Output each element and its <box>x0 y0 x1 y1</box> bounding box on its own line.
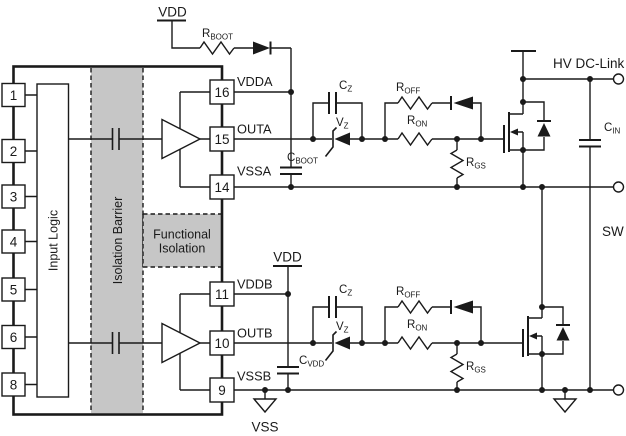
pin-box-1 <box>1 82 26 108</box>
cvdd-label: CVDD <box>299 355 324 369</box>
pin-number-11: 11 <box>215 287 229 302</box>
cin-capacitor-icon <box>579 139 601 148</box>
vss-ground-icon <box>252 398 278 414</box>
pin-name-vddb: VDDB <box>237 277 273 292</box>
rgs-b-resistor-icon <box>449 353 465 383</box>
hv-dc-link-terminal <box>612 73 625 85</box>
external-wires <box>171 20 613 399</box>
pin-box-2 <box>1 138 26 164</box>
ron-a-resistor-icon <box>397 131 433 147</box>
cz-b-label: CZ <box>339 284 352 298</box>
bootstrap-diode-icon <box>253 41 272 55</box>
pin-number-10: 10 <box>214 336 229 351</box>
pin-box-16 <box>209 79 235 105</box>
cin-label: CIN <box>604 122 621 136</box>
pin-number-14: 14 <box>214 180 230 195</box>
rboot-label: RBOOT <box>202 28 233 42</box>
input-logic-label: Input Logic <box>47 210 61 271</box>
vz-b-label: VZ <box>336 321 349 335</box>
high-side-body-diode-icon <box>537 120 551 137</box>
pin-box-3 <box>1 184 26 209</box>
right-pin-boxes: 16 15 14 11 10 9 <box>209 79 235 403</box>
isolation-capacitor-b-icon <box>111 332 120 354</box>
roff-b-resistor-icon <box>397 299 433 315</box>
pin-name-vssb: VSSB <box>237 369 271 384</box>
pin-number-1: 1 <box>10 88 18 103</box>
pin-number-6: 6 <box>10 330 18 345</box>
low-side-mosfet-icon <box>522 316 537 357</box>
pin-box-8 <box>1 372 26 397</box>
roff-a-diode-icon <box>450 96 473 110</box>
cz-a-label: CZ <box>339 80 352 94</box>
rboot-resistor-icon <box>199 40 235 56</box>
roff-a-resistor-icon <box>397 95 433 111</box>
functional-isolation-label-line1: Functional <box>153 228 211 242</box>
isolation-capacitor-a-icon <box>111 128 120 150</box>
functional-isolation-dashed-border <box>142 213 221 268</box>
pin-name-vdda: VDDA <box>237 74 273 89</box>
power-ground-icon <box>552 398 578 414</box>
rgs-a-resistor-icon <box>449 149 465 179</box>
vdd-label-bottom: VDD <box>273 250 302 265</box>
pin-box-10 <box>209 330 235 356</box>
roff-b-diode-icon <box>450 300 473 314</box>
cz-a-capacitor-icon <box>328 92 337 114</box>
pin-number-8: 8 <box>10 377 18 392</box>
cboot-capacitor-icon <box>280 166 302 175</box>
pin-number-16: 16 <box>214 85 229 100</box>
pin-box-4 <box>1 229 26 254</box>
pin-number-3: 3 <box>10 189 18 204</box>
ron-b-label: RON <box>407 319 428 333</box>
pin-name-outb: OUTB <box>237 326 273 341</box>
cz-b-capacitor-icon <box>328 296 337 318</box>
junction-dots <box>262 76 593 393</box>
pin-box-14 <box>209 174 235 200</box>
pin-name-outa: OUTA <box>237 122 272 137</box>
functional-isolation-box <box>143 214 221 267</box>
cvdd-capacitor-icon <box>277 366 299 375</box>
high-side-mosfet-icon <box>503 112 518 153</box>
pin-box-15 <box>209 126 235 152</box>
ron-a-label: RON <box>407 115 428 129</box>
cboot-label: CBOOT <box>287 152 318 166</box>
vdd-label-top: VDD <box>158 5 187 20</box>
left-pin-boxes: 1 2 3 4 5 6 8 <box>1 82 26 397</box>
isolation-barrier-band <box>91 68 143 413</box>
sw-terminal <box>612 181 625 193</box>
driver-a-buffer-icon <box>161 118 202 160</box>
pin-box-6 <box>1 324 26 350</box>
pin-number-9: 9 <box>218 383 226 398</box>
left-pin-stubs <box>25 94 37 386</box>
ground-terminal <box>612 384 625 396</box>
ron-b-resistor-icon <box>397 335 433 351</box>
vz-a-label: VZ <box>336 117 349 131</box>
low-side-body-diode-icon <box>556 324 570 341</box>
roff-a-label: ROFF <box>396 82 420 96</box>
pin-number-4: 4 <box>10 234 18 249</box>
isolation-barrier-label: Isolation Barrier <box>111 197 125 285</box>
roff-b-label: ROFF <box>396 286 420 300</box>
internal-signal-wires <box>68 138 210 344</box>
vz-zener-a-icon <box>324 126 350 157</box>
pin-number-2: 2 <box>10 144 18 159</box>
pin-number-15: 15 <box>214 132 229 147</box>
pin-box-11 <box>209 281 235 307</box>
hv-dc-link-label: HV DC-Link <box>553 56 625 71</box>
rgs-b-label: RGS <box>466 361 486 375</box>
pin-box-9 <box>209 377 235 403</box>
pin-number-5: 5 <box>10 282 18 297</box>
vss-label: VSS <box>251 420 278 435</box>
pin-box-5 <box>1 277 26 302</box>
vz-zener-b-icon <box>324 330 350 361</box>
functional-isolation-label-line2: Isolation <box>159 242 206 256</box>
input-logic-block <box>36 83 70 398</box>
driver-b-buffer-icon <box>161 322 202 364</box>
pin-name-vssa: VSSA <box>237 164 272 179</box>
rgs-a-label: RGS <box>466 157 486 171</box>
sw-label: SW <box>602 224 624 239</box>
